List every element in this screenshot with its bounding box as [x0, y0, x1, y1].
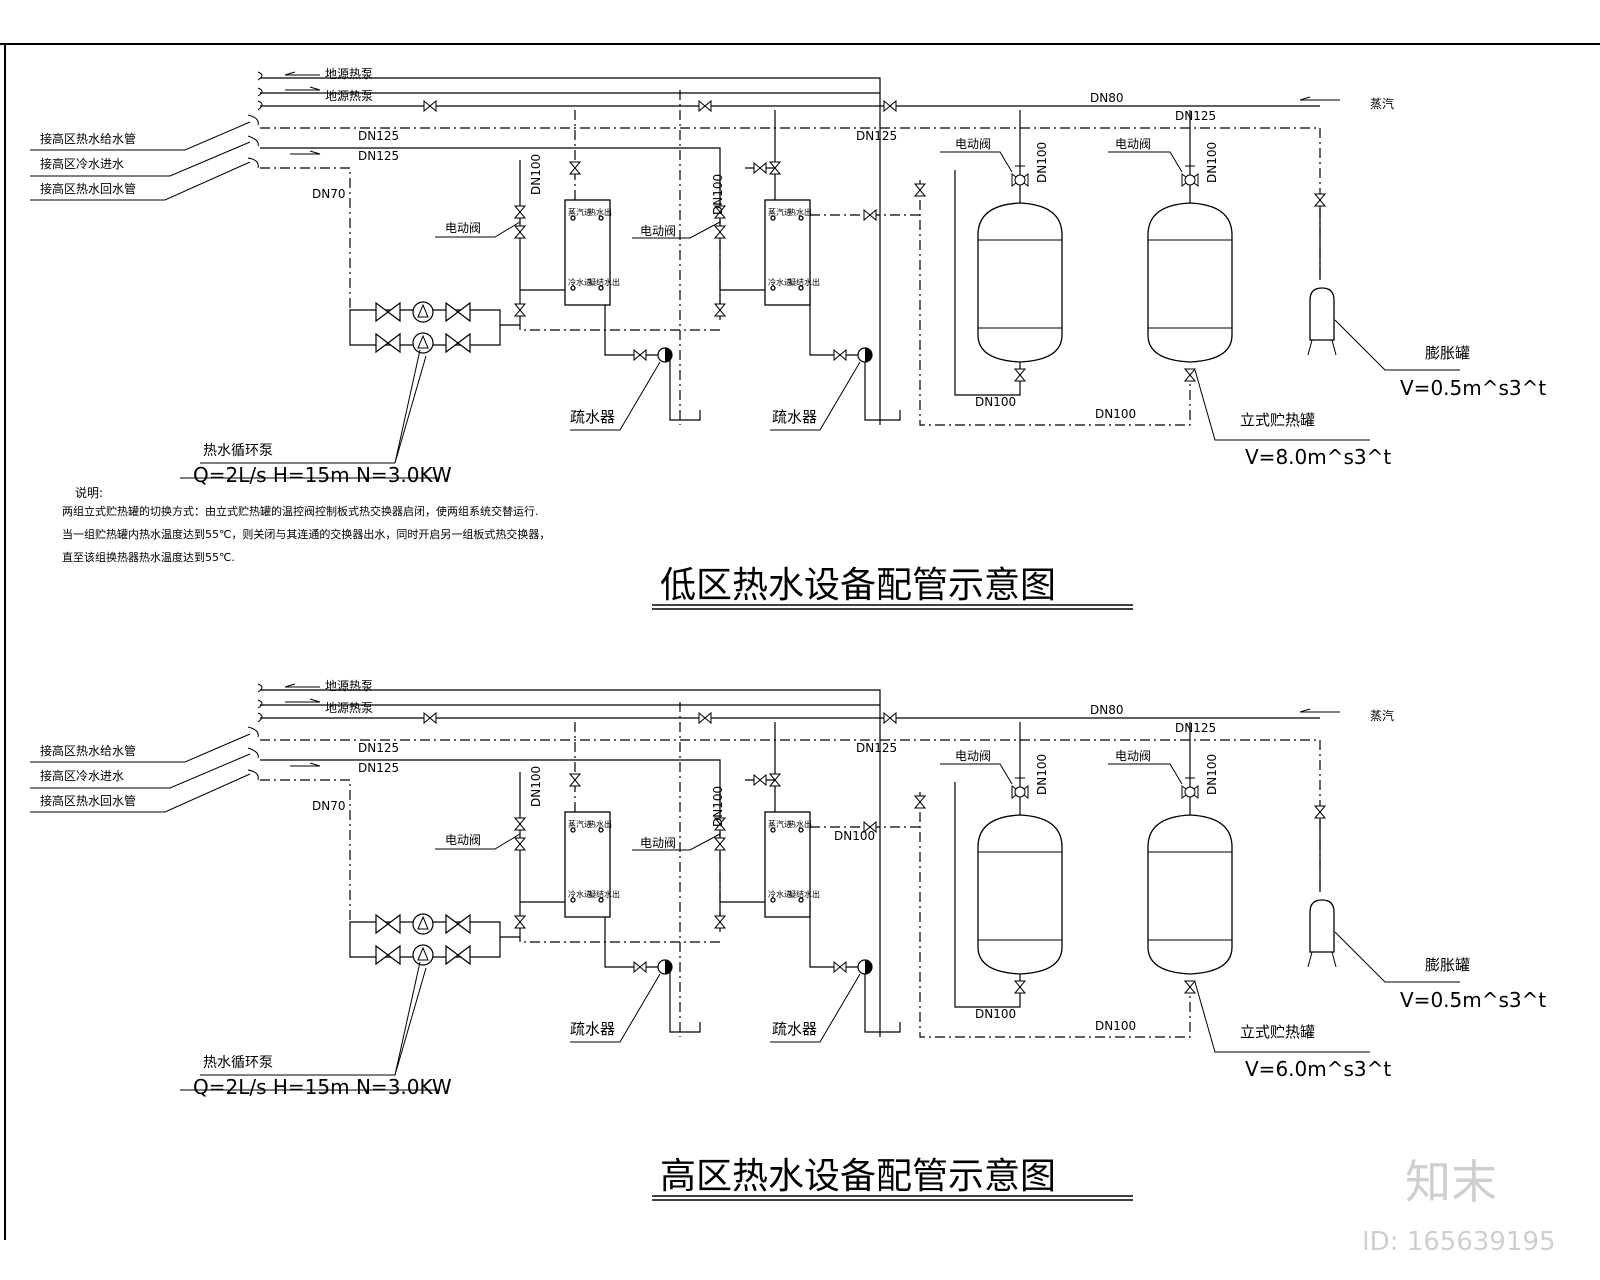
dn125-label: DN125	[358, 149, 399, 163]
notes-heading: 说明:	[75, 485, 103, 500]
hx-port-label: 热水出	[588, 207, 612, 217]
electric-valve-label: 电动阀	[445, 833, 481, 847]
steam-label: 蒸汽	[1370, 708, 1394, 723]
electric-valve-label: 电动阀	[955, 749, 991, 763]
hx-port-label: 蒸汽进	[768, 819, 792, 829]
notes-line-1: 两组立式贮热罐的切换方式：由立式贮热罐的温控阀控制板式热交换器启闭，使两组系统交…	[62, 504, 539, 518]
circulation-pump-label: 热水循环泵	[203, 443, 273, 459]
hx-port-label: 凝结水出	[588, 277, 620, 287]
storage-tank-label: 立式贮热罐	[1240, 1023, 1315, 1041]
dn125-label: DN125	[358, 761, 399, 775]
notes-line-3: 直至该组换热器热水温度达到55℃.	[62, 550, 235, 564]
src-pump-label-1: 地源热泵	[325, 679, 373, 693]
dn100-label: DN100	[1205, 142, 1219, 183]
dn80-label: DN80	[1090, 703, 1124, 717]
pump-spec: Q=2L/s H=15m N=3.0KW	[193, 1075, 452, 1099]
dn125-label: DN125	[358, 129, 399, 143]
hot-return-pipe-label: 接高区热水回水管	[40, 181, 136, 196]
steam-trap-label: 疏水器	[570, 408, 615, 426]
dn125-label: DN125	[358, 741, 399, 755]
dn70-label: DN70	[312, 187, 346, 201]
hx-port-label: 凝结水出	[788, 889, 820, 899]
dn100-label: DN100	[711, 174, 725, 215]
dn100-label: DN100	[1095, 407, 1136, 421]
electric-valve-label: 电动阀	[955, 137, 991, 151]
dn100-label: DN100	[711, 786, 725, 827]
electric-valve-label: 电动阀	[1115, 137, 1151, 151]
electric-valve-label: 电动阀	[640, 224, 676, 238]
dn100-label: DN100	[1035, 754, 1049, 795]
src-pump-label-2: 地源热泵	[325, 701, 373, 715]
hx-port-label: 冷水进	[568, 277, 592, 287]
hx-port-label: 蒸汽进	[568, 207, 592, 217]
cold-inlet-label: 接高区冷水进水	[40, 156, 124, 171]
dn100-label: DN100	[529, 154, 543, 195]
pump-spec: Q=2L/s H=15m N=3.0KW	[193, 463, 452, 487]
expansion-tank-label: 膨胀罐	[1425, 956, 1470, 974]
hx-port-label: 蒸汽进	[768, 207, 792, 217]
hx-port-label: 凝结水出	[588, 889, 620, 899]
dn125-label: DN125	[856, 129, 897, 143]
hx-port-label: 冷水进	[768, 277, 792, 287]
watermark-id: ID: 165639195	[1362, 1227, 1556, 1257]
steam-label: 蒸汽	[1370, 96, 1394, 111]
circulation-pump-label: 热水循环泵	[203, 1055, 273, 1071]
hx-port-label: 蒸汽进	[568, 819, 592, 829]
src-pump-label-2: 地源热泵	[325, 89, 373, 103]
notes-line-2: 当一组贮热罐内热水温度达到55℃，则关闭与其连通的交换器出水，同时开启另一组板式…	[62, 527, 550, 541]
expansion-tank-label: 膨胀罐	[1425, 344, 1470, 362]
electric-valve-label: 电动阀	[1115, 749, 1151, 763]
dn100-label: DN100	[1095, 1019, 1136, 1033]
src-pump-label-1: 地源热泵	[325, 67, 373, 81]
dn100-label: DN100	[975, 395, 1016, 409]
hx-port-label: 冷水进	[768, 889, 792, 899]
title-underline	[652, 1195, 1133, 1201]
hx-port-label: 热水出	[788, 207, 812, 217]
dn80-label: DN80	[1090, 91, 1124, 105]
hot-supply-pipe-label: 接高区热水给水管	[40, 743, 136, 758]
title-underline	[652, 604, 1133, 610]
dn100-label: DN100	[529, 766, 543, 807]
cold-inlet-label: 接高区冷水进水	[40, 768, 124, 783]
expansion-tank-spec: V=0.5m^s3^t	[1400, 376, 1546, 400]
high-zone-title: 高区热水设备配管示意图	[660, 1156, 1056, 1197]
dn125-label: DN125	[856, 741, 897, 755]
hx-port-label: 热水出	[788, 819, 812, 829]
hx-port-label: 热水出	[588, 819, 612, 829]
low-zone-hx1-ports	[570, 215, 804, 291]
dn100-label: DN100	[975, 1007, 1016, 1021]
steam-trap-label: 疏水器	[772, 1020, 817, 1038]
expansion-tank-spec: V=0.5m^s3^t	[1400, 988, 1546, 1012]
hot-supply-pipe-label: 接高区热水给水管	[40, 131, 136, 146]
hx-port-label: 冷水进	[568, 889, 592, 899]
storage-tank-label: 立式贮热罐	[1240, 411, 1315, 429]
dn125-label: DN125	[1175, 721, 1216, 735]
hot-return-pipe-label: 接高区热水回水管	[40, 793, 136, 808]
dn100-label: DN100	[834, 829, 875, 843]
watermark-logo: 知末	[1405, 1155, 1497, 1209]
low-zone-title: 低区热水设备配管示意图	[660, 565, 1056, 606]
hx-port-label: 凝结水出	[788, 277, 820, 287]
dn70-label: DN70	[312, 799, 346, 813]
dn100-label: DN100	[1035, 142, 1049, 183]
high-zone-diagram: 地源热泵 地源热泵 DN80 蒸汽 DN125 DN125 DN125 DN12…	[30, 679, 1546, 1201]
dn125-label: DN125	[1175, 109, 1216, 123]
storage-tank-spec: V=8.0m^s3^t	[1245, 445, 1391, 469]
storage-tank-spec: V=6.0m^s3^t	[1245, 1057, 1391, 1081]
steam-trap-label: 疏水器	[772, 408, 817, 426]
low-zone-diagram: 地源热泵 地源热泵 DN80 蒸汽 DN125 DN125 DN125 DN12…	[30, 67, 1546, 610]
electric-valve-label: 电动阀	[640, 836, 676, 850]
explanation-notes: 说明: 两组立式贮热罐的切换方式：由立式贮热罐的温控阀控制板式热交换器启闭，使两…	[62, 485, 550, 564]
steam-trap-label: 疏水器	[570, 1020, 615, 1038]
electric-valve-label: 电动阀	[445, 221, 481, 235]
dn100-label: DN100	[1205, 754, 1219, 795]
drawing-frame	[0, 43, 1600, 1240]
